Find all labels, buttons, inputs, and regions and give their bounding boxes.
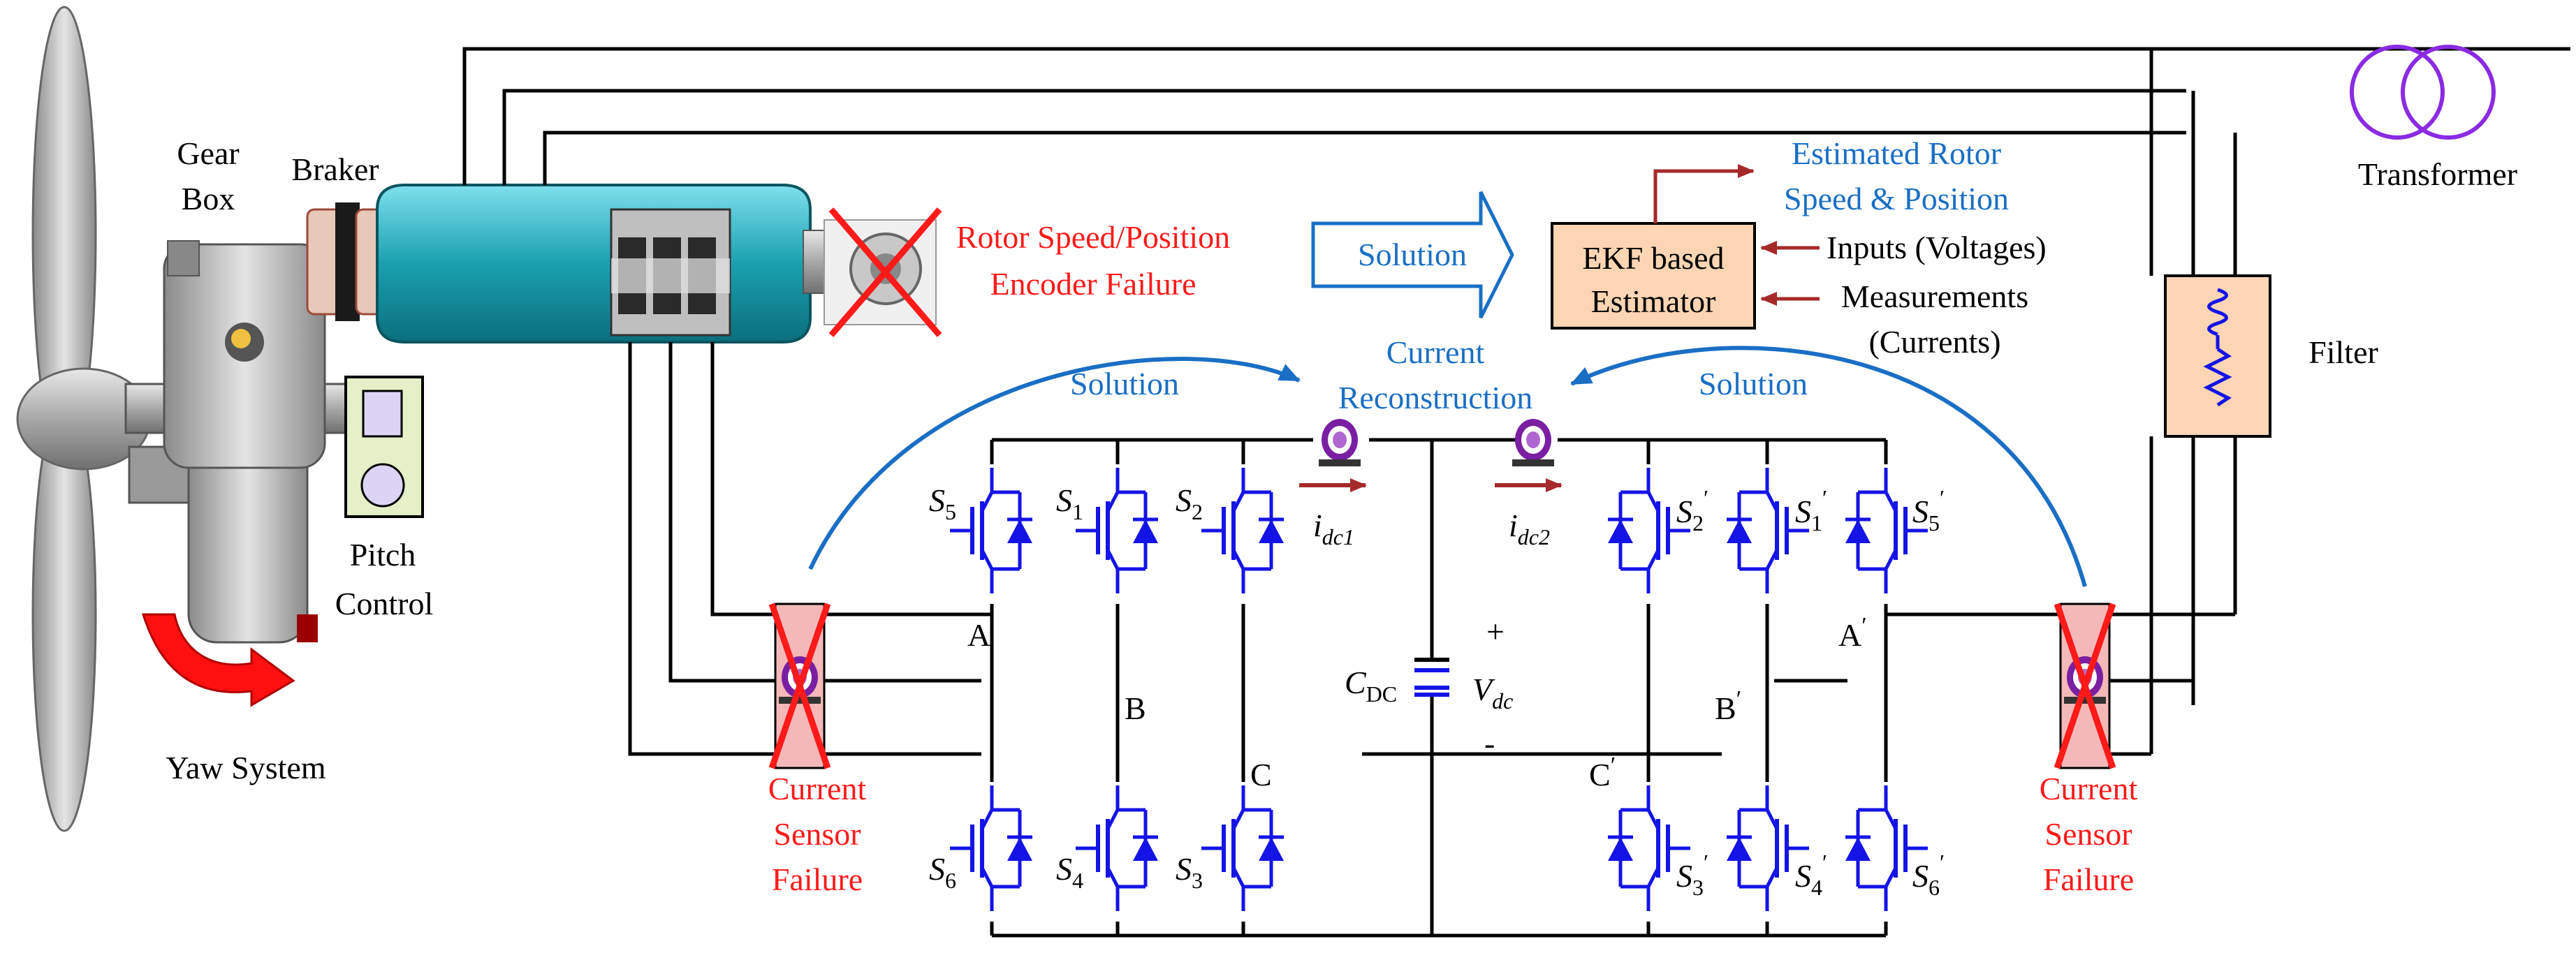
generator-shape — [376, 184, 839, 343]
pitch-control-label-2: Control — [335, 586, 434, 621]
inputs-label: Inputs (Voltages) — [1827, 230, 2047, 265]
braker-label: Braker — [291, 152, 379, 187]
switch-S6 — [950, 782, 1041, 922]
pitch-control-label-1: Pitch — [350, 537, 416, 572]
phase-B-label: B — [1125, 690, 1146, 726]
switch-S6-prime — [1844, 782, 1928, 922]
dc-plus-label: + — [1486, 614, 1505, 649]
encoder-failure-label-1: Rotor Speed/Position — [956, 219, 1230, 255]
dc-current-sensor-2 — [1512, 419, 1554, 466]
s1-label: S1 — [1056, 482, 1083, 524]
filter-label: Filter — [2308, 334, 2378, 370]
s4-prime-label: S4′ — [1795, 850, 1827, 900]
s5-prime-label: S5′ — [1912, 485, 1945, 535]
solution-top-label: Solution — [1358, 237, 1467, 272]
switch-S1 — [1076, 464, 1166, 604]
turbine-blades — [16, 6, 152, 832]
s5-label: S5 — [929, 482, 956, 524]
rotor-side-wires — [628, 342, 2235, 756]
sensor-failure-right-label-2: Sensor — [2044, 816, 2132, 852]
sensor-failure-left-label-2: Sensor — [773, 816, 861, 852]
sensor-failure-left-label-1: Current — [768, 771, 867, 806]
dc-link-buses — [992, 438, 1886, 938]
sensor-failure-right-label-1: Current — [2040, 771, 2138, 806]
solution-left-label: Solution — [1070, 366, 1179, 401]
ekf-estimator-box — [1551, 222, 1756, 330]
idc1-label: idc1 — [1313, 508, 1354, 549]
estimated-label-2: Speed & Position — [1784, 181, 2009, 216]
s6-prime-label: S6′ — [1912, 850, 1945, 900]
gear-box-label-1: Gear — [177, 135, 239, 171]
braker-shape — [306, 202, 389, 321]
sensor-failure-right-label-3: Failure — [2043, 862, 2134, 897]
phase-A-label: A — [967, 617, 990, 653]
transformer-label: Transformer — [2358, 156, 2517, 192]
switch-S4-prime — [1725, 782, 1809, 922]
filter-shape — [2164, 274, 2271, 438]
phase-B-prime-label: B′ — [1715, 686, 1741, 726]
s4-label: S4 — [1056, 851, 1083, 893]
ekf-label-1: EKF based — [1582, 240, 1724, 276]
current-reconstruction-label-1: Current — [1386, 334, 1485, 370]
yaw-system-label: Yaw System — [166, 750, 325, 785]
dc-current-sensor-1 — [1319, 419, 1361, 466]
switch-S2-prime — [1607, 464, 1690, 604]
solution-arrow-top — [1311, 191, 1514, 319]
measurements-label-2: (Currents) — [1868, 324, 2000, 360]
switch-S1-prime — [1725, 464, 1809, 604]
yaw-system-shape — [141, 613, 318, 707]
current-sensor-failure-right — [2054, 603, 2116, 769]
switch-S2 — [1201, 464, 1292, 604]
solution-right-label: Solution — [1699, 366, 1808, 401]
idc2-label: idc2 — [1509, 508, 1550, 549]
current-sensor-failure-left — [768, 603, 831, 769]
s3-prime-label: S3′ — [1676, 850, 1708, 900]
switch-S5-prime — [1844, 464, 1928, 604]
current-reconstruction-label-2: Reconstruction — [1338, 380, 1533, 415]
sensor-failure-left-label-3: Failure — [772, 862, 863, 897]
transformer-shape — [2350, 45, 2496, 140]
s3-label: S3 — [1176, 851, 1203, 893]
estimated-label-1: Estimated Rotor — [1792, 135, 2001, 171]
measurements-label-1: Measurements — [1841, 279, 2028, 314]
ekf-label-2: Estimator — [1591, 283, 1716, 319]
phase-C-prime-label: C′ — [1589, 753, 1616, 792]
encoder-failure-label-2: Encoder Failure — [990, 266, 1196, 302]
s2-label: S2 — [1176, 482, 1203, 524]
solution-curve-right — [1570, 346, 2087, 587]
s2-prime-label: S2′ — [1676, 485, 1708, 535]
s6-label: S6 — [929, 851, 956, 893]
cdc-label: CDC — [1345, 665, 1397, 707]
gear-box-label-2: Box — [182, 181, 235, 216]
switch-S3-prime — [1607, 782, 1690, 922]
dc-capacitor-plates — [1414, 668, 1449, 690]
encoder-shape — [824, 207, 942, 337]
switch-S4 — [1076, 782, 1166, 922]
encoder-failure-cross-b — [828, 207, 942, 337]
switch-S3 — [1201, 782, 1292, 922]
phase-A-prime-label: A′ — [1838, 613, 1867, 653]
phase-C-label: C — [1250, 757, 1272, 792]
dc-minus-label: - — [1484, 725, 1495, 761]
estimated-output-arrow — [1653, 164, 1755, 223]
solution-curve-left — [808, 356, 1301, 570]
s1-prime-label: S1′ — [1795, 485, 1827, 535]
switch-S5 — [950, 464, 1041, 604]
vdc-label: Vdc — [1472, 672, 1513, 714]
pitch-control-shape — [344, 376, 424, 518]
